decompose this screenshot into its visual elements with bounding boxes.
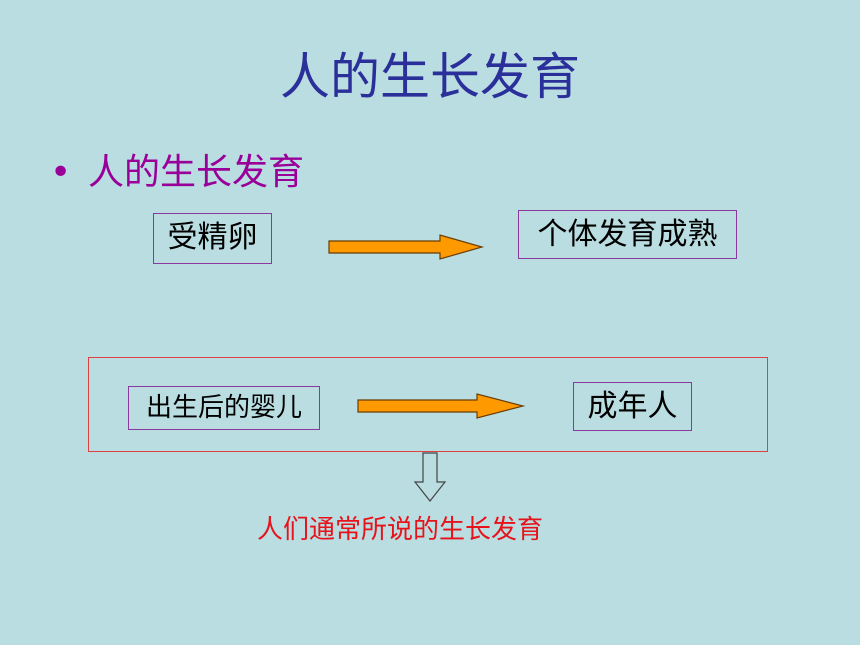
arrow-down-icon xyxy=(413,452,447,502)
slide-title: 人的生长发育 xyxy=(280,48,580,106)
box-individual-mature: 个体发育成熟 xyxy=(518,210,737,259)
bullet-item: • 人的生长发育 xyxy=(50,150,304,196)
bullet-text: 人的生长发育 xyxy=(88,152,305,193)
arrow-right-icon xyxy=(357,393,526,419)
box-fertilized-egg: 受精卵 xyxy=(153,213,272,264)
arrow-right-icon xyxy=(328,234,485,260)
bullet-dot-icon: • xyxy=(50,152,72,193)
caption-text: 人们通常所说的生长发育 xyxy=(256,515,543,545)
highlight-rectangle xyxy=(88,357,768,452)
box-newborn-infant: 出生后的婴儿 xyxy=(128,386,320,430)
box-adult: 成年人 xyxy=(573,382,692,431)
